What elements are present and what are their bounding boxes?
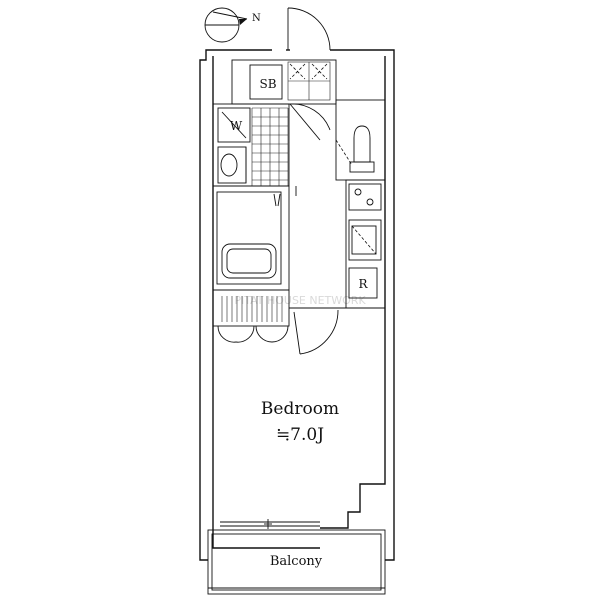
north-arrow-icon: N bbox=[204, 7, 261, 43]
room-label-balcony: Balcony bbox=[270, 554, 323, 569]
entry-area bbox=[231, 59, 337, 105]
bathroom bbox=[212, 185, 290, 291]
room-label-sb: SB bbox=[259, 77, 276, 91]
toilet-room bbox=[335, 99, 386, 181]
closet bbox=[212, 289, 290, 343]
bedroom-door bbox=[289, 307, 385, 355]
tile-grid bbox=[251, 107, 289, 186]
bedroom-label: Bedroom bbox=[261, 399, 339, 419]
compass-north-label: N bbox=[252, 13, 261, 24]
room-label-r: R bbox=[358, 277, 368, 291]
corridor-door bbox=[289, 103, 331, 196]
balcony bbox=[207, 529, 386, 595]
entrance-door bbox=[286, 7, 331, 51]
wash-area bbox=[212, 103, 290, 187]
balcony-window bbox=[264, 519, 272, 529]
watermark: PITAT HOUSE NETWORK bbox=[234, 294, 366, 307]
bedroom-size-label: ≒7.0J bbox=[276, 425, 324, 445]
room-label-w: W bbox=[230, 119, 243, 133]
